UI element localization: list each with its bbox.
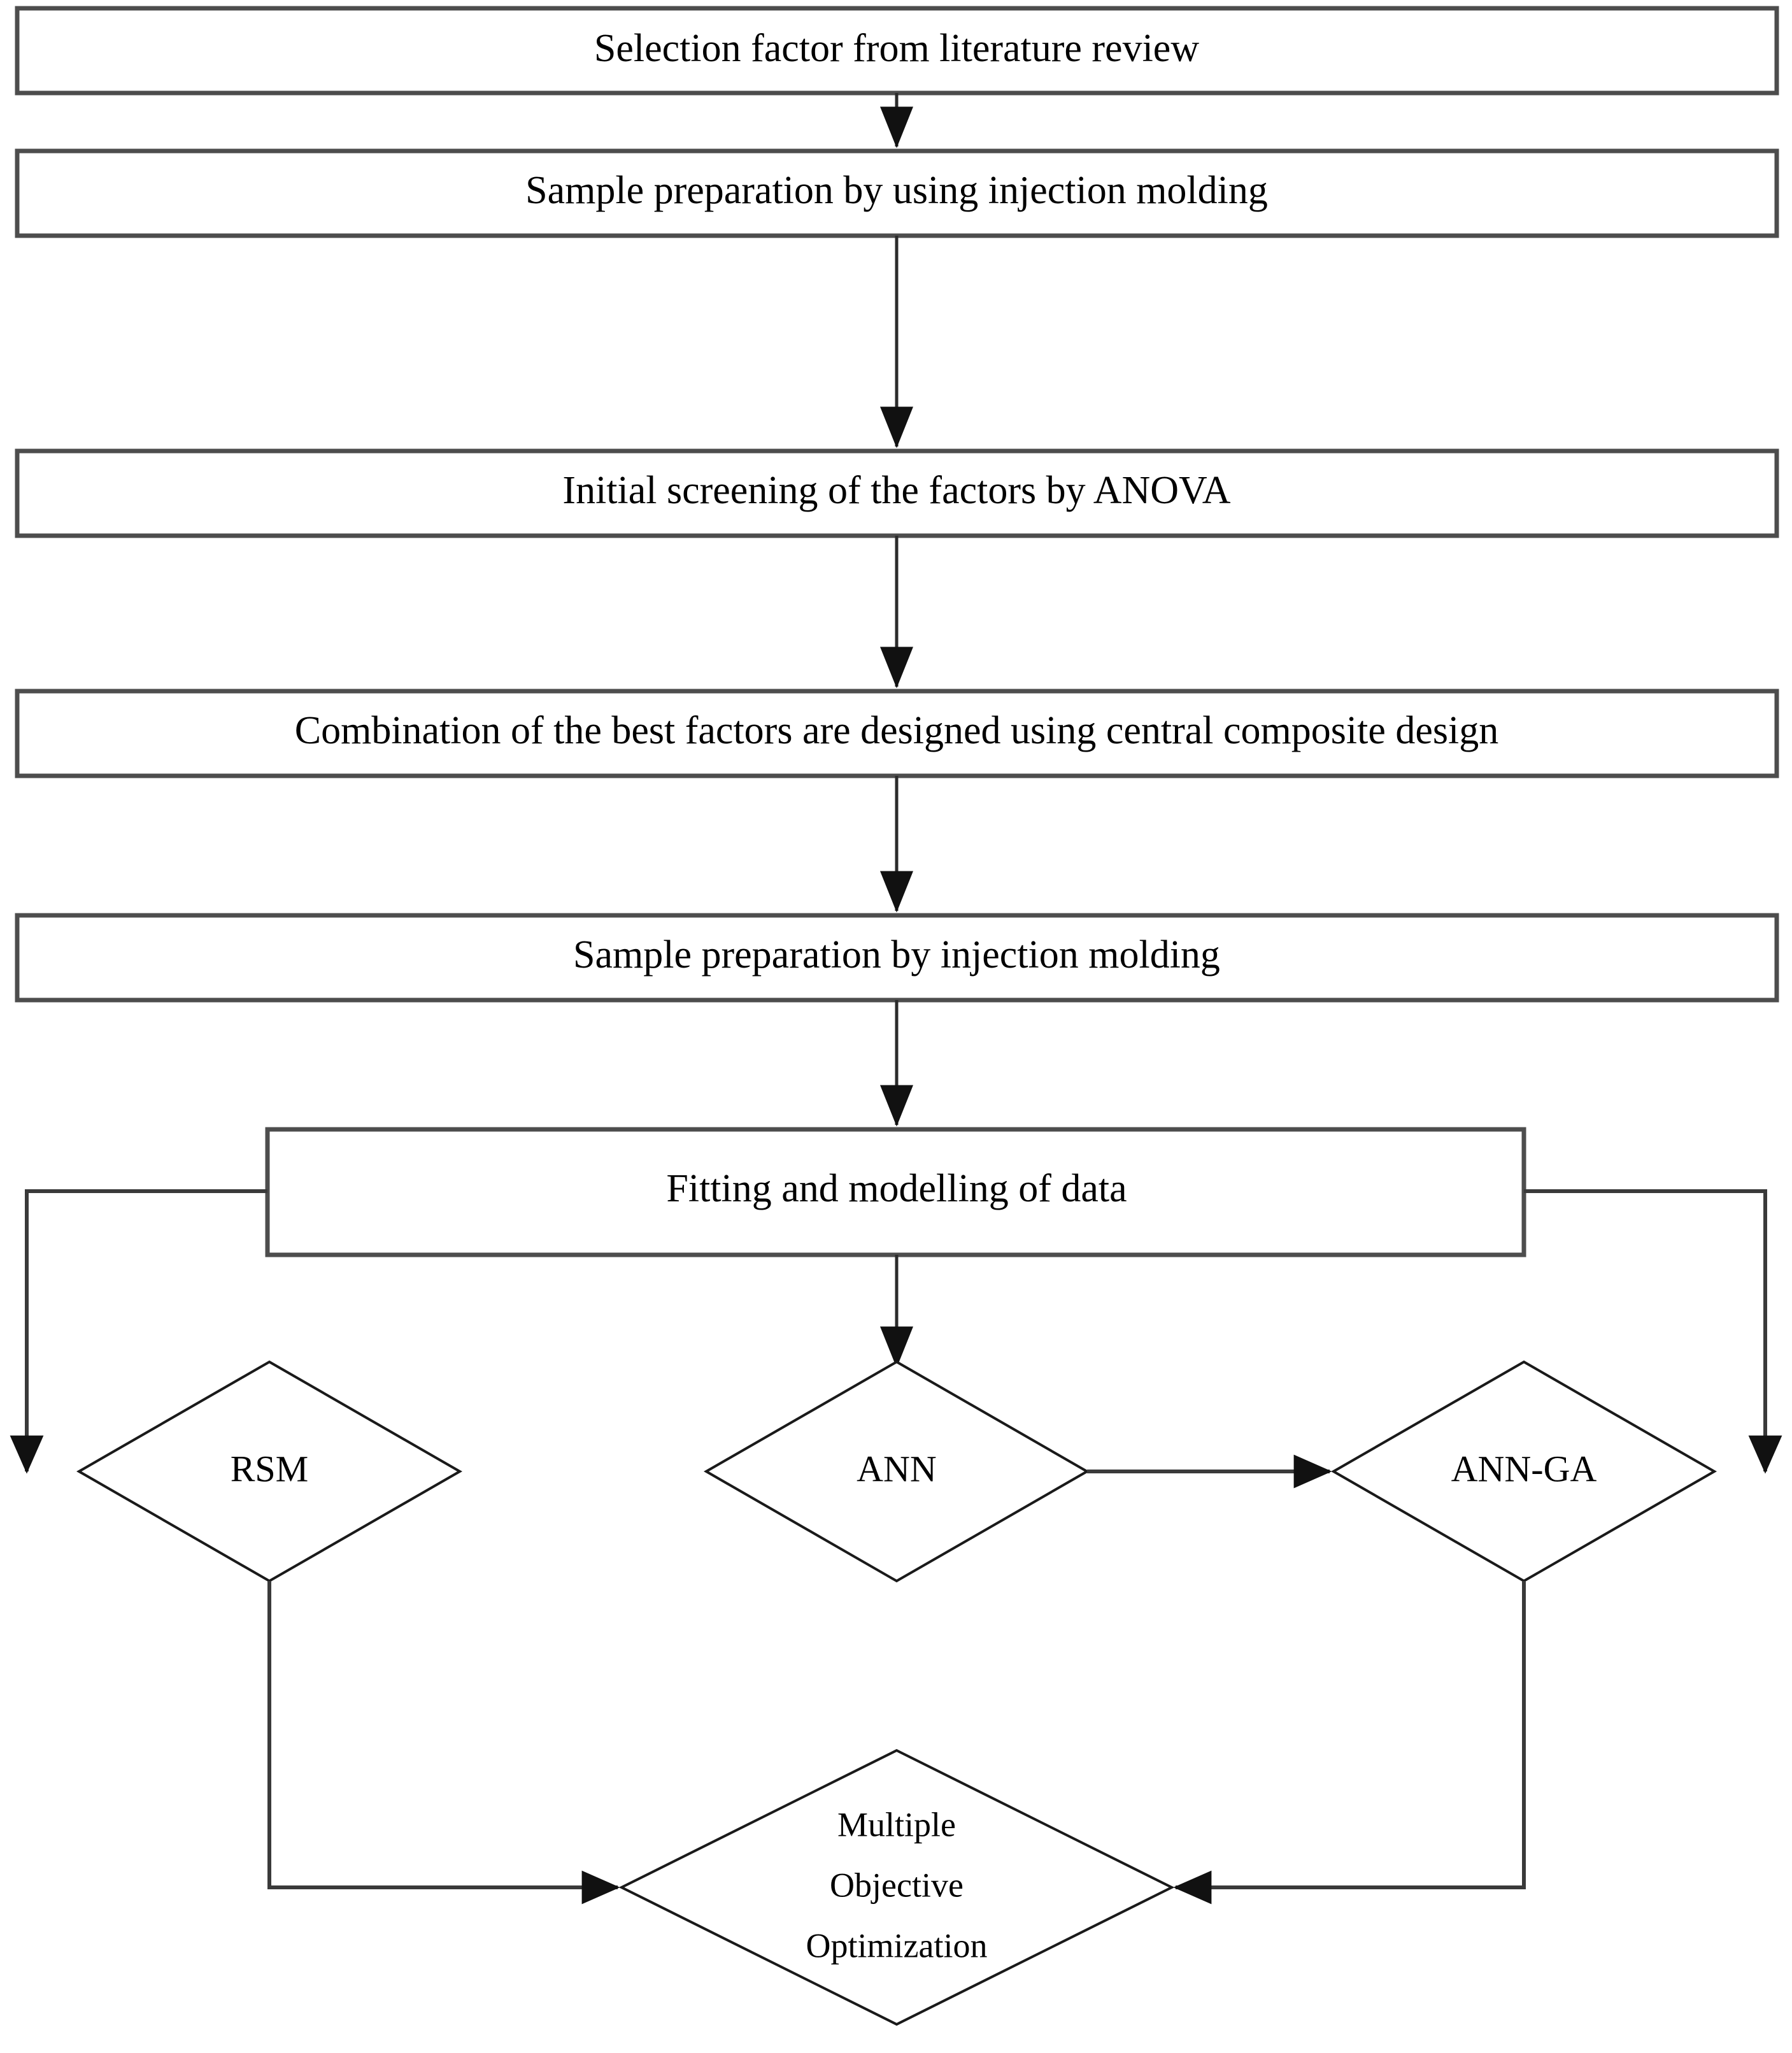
process-box-step-2[interactable]: Sample preparation by using injection mo… xyxy=(15,148,1779,238)
process-box-label: Sample preparation by using injection mo… xyxy=(525,169,1268,212)
process-box-step-1[interactable]: Selection factor from literature review xyxy=(15,6,1779,96)
decision-node-ann[interactable]: ANN xyxy=(703,1360,1090,1583)
decision-node-label-line-1: Multiple xyxy=(837,1805,956,1843)
process-box-label: Combination of the best factors are desi… xyxy=(295,709,1499,752)
process-box-label: Sample preparation by injection molding xyxy=(573,933,1220,976)
process-box-step-6[interactable]: Fitting and modelling of data xyxy=(265,1127,1526,1257)
box-outline xyxy=(15,148,1779,238)
box-outline xyxy=(15,689,1779,778)
decision-node-label: RSM xyxy=(231,1448,309,1489)
decision-node-ann-ga[interactable]: ANN-GA xyxy=(1330,1360,1717,1583)
box-outline xyxy=(15,6,1779,96)
decision-node-label: ANN xyxy=(857,1448,937,1489)
connector-step6-to-anngaring xyxy=(1524,1189,1782,1474)
process-box-label: Initial screening of the factors by ANOV… xyxy=(562,469,1230,512)
decision-node-rsm[interactable]: RSM xyxy=(76,1360,463,1583)
connector-step6-to-rsm xyxy=(10,1189,267,1474)
decision-node-label-line-2: Objective xyxy=(830,1866,964,1904)
process-box-step-5[interactable]: Sample preparation by injection molding xyxy=(15,913,1779,1003)
process-box-label: Selection factor from literature review xyxy=(594,27,1199,70)
diamond-outline xyxy=(618,1749,1175,2026)
decision-node-multiple-objective-optimization[interactable]: Multiple Objective Optimization xyxy=(618,1749,1175,2026)
process-box-step-3[interactable]: Initial screening of the factors by ANOV… xyxy=(15,448,1779,538)
decision-node-label-line-3: Optimization xyxy=(806,1926,988,1964)
decision-node-label: ANN-GA xyxy=(1451,1448,1597,1489)
process-box-label: Fitting and modelling of data xyxy=(666,1167,1127,1210)
diamond-outline xyxy=(703,1360,1090,1583)
connector-rsm-to-optimization xyxy=(267,1581,620,1905)
process-box-step-4[interactable]: Combination of the best factors are desi… xyxy=(15,689,1779,778)
connector-ann-ga-to-optimization xyxy=(1173,1581,1526,1905)
